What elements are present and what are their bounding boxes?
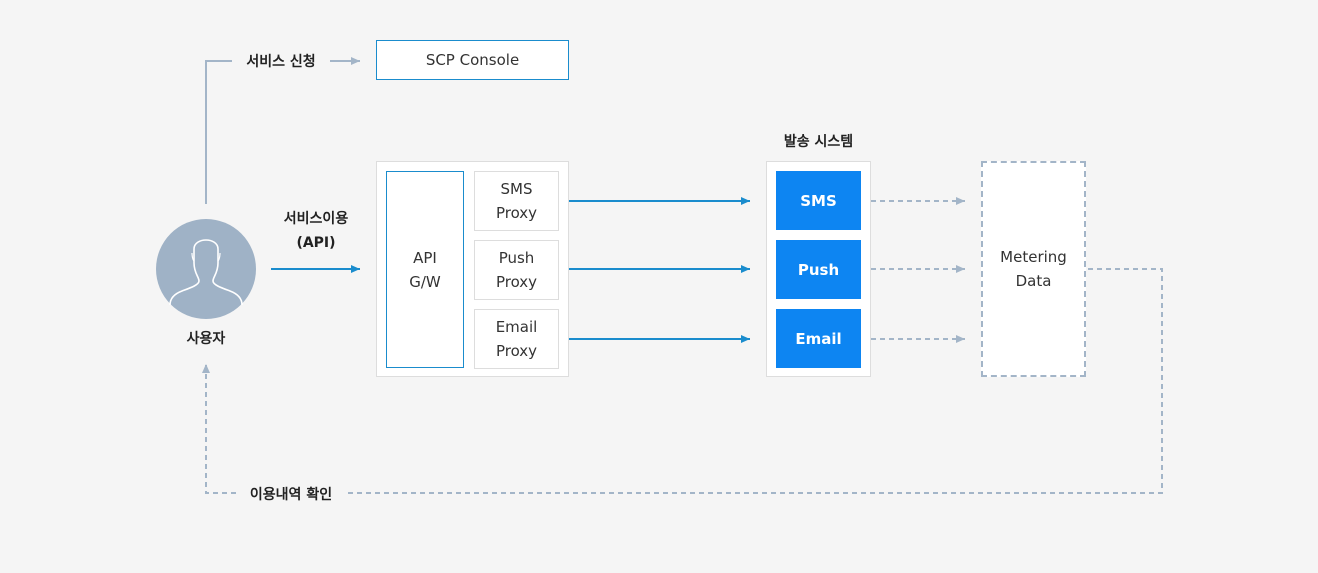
sms-proxy-box: SMS Proxy (474, 171, 559, 231)
api-gateway-box: API G/W (386, 171, 464, 368)
email-channel-box: Email (776, 309, 861, 368)
service-use-label: 서비스이용 (API) (283, 211, 349, 251)
user-icon (156, 219, 256, 319)
service-apply-label: 서비스 신청 (232, 51, 330, 71)
line-metering-to-usage (346, 268, 1163, 494)
sms-channel-box: SMS (776, 171, 861, 230)
send-system-label: 발송 시스템 (783, 134, 854, 150)
push-channel-box: Push (776, 240, 861, 299)
push-proxy-box: Push Proxy (474, 240, 559, 300)
usage-check-label: 이용내역 확인 (236, 484, 346, 504)
user-label: 사용자 (186, 331, 226, 347)
metering-data-box: Metering Data (981, 161, 1086, 377)
arrow-usage-to-user (202, 364, 236, 494)
user-avatar (156, 219, 256, 319)
email-proxy-box: Email Proxy (474, 309, 559, 369)
scp-console-box: SCP Console (376, 40, 569, 80)
line-user-to-apply (205, 60, 232, 204)
